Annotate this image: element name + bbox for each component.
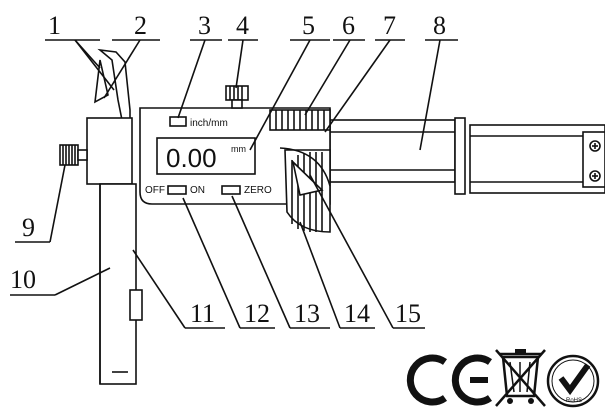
callout-13: 13	[294, 299, 320, 328]
weee-bin-icon	[495, 349, 546, 407]
main-beam	[329, 117, 605, 195]
zero-button[interactable]	[221, 185, 241, 195]
callout-15: 15	[395, 299, 421, 328]
callout-7: 7	[383, 11, 396, 40]
slider-body	[139, 107, 331, 205]
callout-3: 3	[198, 11, 211, 40]
callout-5: 5	[302, 11, 315, 40]
callout-10: 10	[10, 265, 36, 294]
zero-label: ZERO	[244, 185, 272, 196]
top-locking-screw	[225, 85, 249, 109]
callout-4: 4	[236, 11, 249, 40]
off-label: OFF	[145, 185, 165, 196]
on-label: ON	[190, 185, 205, 196]
lcd-display	[156, 137, 256, 175]
callout-2: 2	[134, 11, 147, 40]
thumb-roller	[269, 109, 331, 131]
callout-8: 8	[433, 11, 446, 40]
battery-cover	[279, 147, 331, 233]
off-on-button[interactable]	[167, 185, 187, 195]
callout-lines	[10, 39, 458, 329]
display-value: 0.00	[166, 143, 217, 173]
callout-12: 12	[244, 299, 270, 328]
fixed-jaw	[86, 48, 143, 385]
callout-6: 6	[342, 11, 355, 40]
callout-14: 14	[344, 299, 370, 328]
inch-mm-button[interactable]	[169, 116, 187, 127]
ce-mark-icon	[406, 354, 493, 406]
inch-mm-label: inch/mm	[190, 118, 228, 129]
display-unit: mm	[231, 144, 246, 154]
rohs-badge-icon: RoHS	[546, 354, 600, 408]
callout-9: 9	[22, 213, 35, 242]
callout-1: 1	[48, 11, 61, 40]
callout-11: 11	[190, 299, 215, 328]
side-locking-screw	[59, 144, 88, 166]
rohs-label: RoHS	[566, 398, 582, 404]
